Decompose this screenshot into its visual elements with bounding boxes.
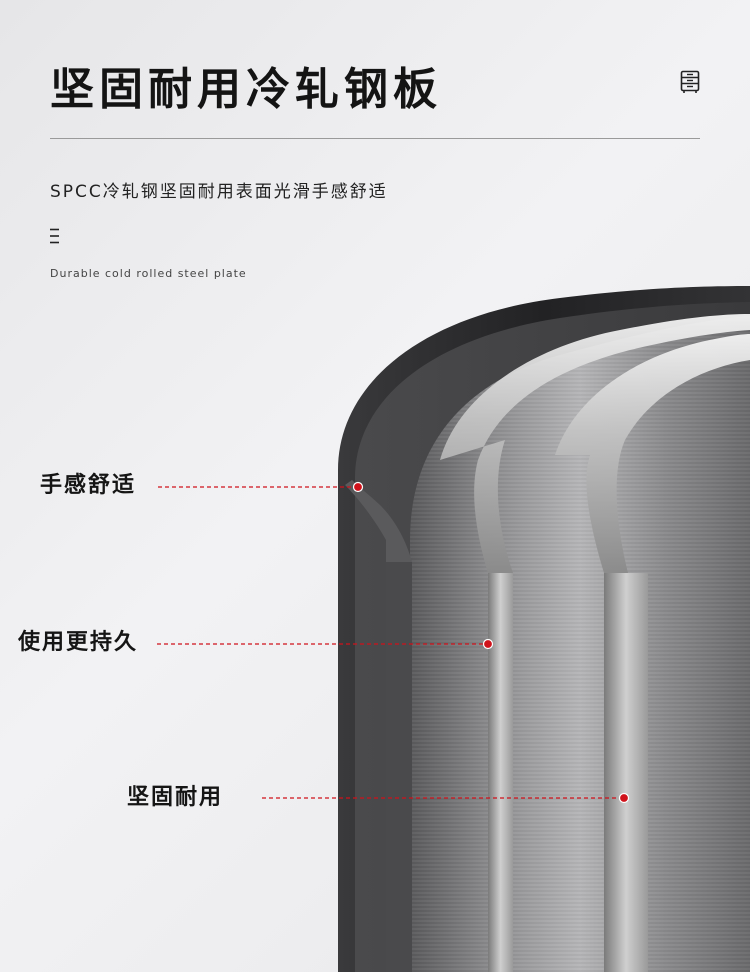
- steel-layer-2-face: [604, 573, 648, 972]
- subtitle: SPCC冷轧钢坚固耐用表面光滑手感舒适: [50, 182, 388, 202]
- callout-label-sturdy-durable: 坚固耐用: [127, 785, 224, 810]
- steel-layer-2-arc: [555, 334, 750, 573]
- callout-label-comfortable-feel: 手感舒适: [40, 473, 137, 498]
- cabinet-icon: [680, 70, 700, 93]
- callout-dot-strong: [618, 792, 630, 804]
- menu-icon: [50, 228, 59, 244]
- steel-layer-1-face: [488, 573, 513, 972]
- steel-layer-1-arc: [440, 314, 750, 573]
- callout-dot-feel: [352, 481, 364, 493]
- english-caption: Durable cold rolled steel plate: [50, 267, 247, 280]
- callout-dot-durable: [482, 638, 494, 650]
- callout-label-longer-lasting: 使用更持久: [18, 630, 139, 655]
- coating-edge-strip: [386, 562, 412, 972]
- title-divider: [50, 138, 700, 139]
- page-title: 坚固耐用冷轧钢板: [50, 64, 442, 115]
